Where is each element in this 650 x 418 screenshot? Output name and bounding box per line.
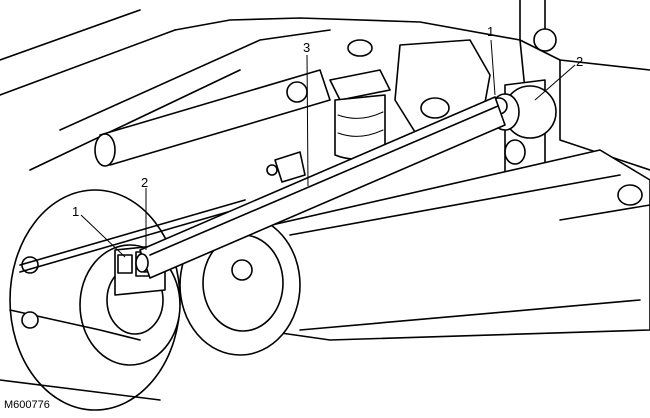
bump-stop — [329, 39, 391, 160]
callout-3: 3 — [303, 40, 310, 55]
differential-cover — [179, 214, 301, 356]
frame-tube — [94, 69, 331, 167]
pivot-bolt-left — [135, 253, 149, 273]
callout-leaders — [80, 39, 576, 258]
figure-reference-id: M600776 — [4, 399, 50, 411]
callout-2-left: 2 — [141, 175, 148, 190]
callout-2-right: 2 — [576, 54, 583, 69]
callout-1-left: 1 — [72, 204, 79, 219]
callout-1-right: 1 — [487, 24, 494, 39]
panhard-upper-rod — [19, 199, 246, 273]
rod-clip — [266, 151, 306, 183]
